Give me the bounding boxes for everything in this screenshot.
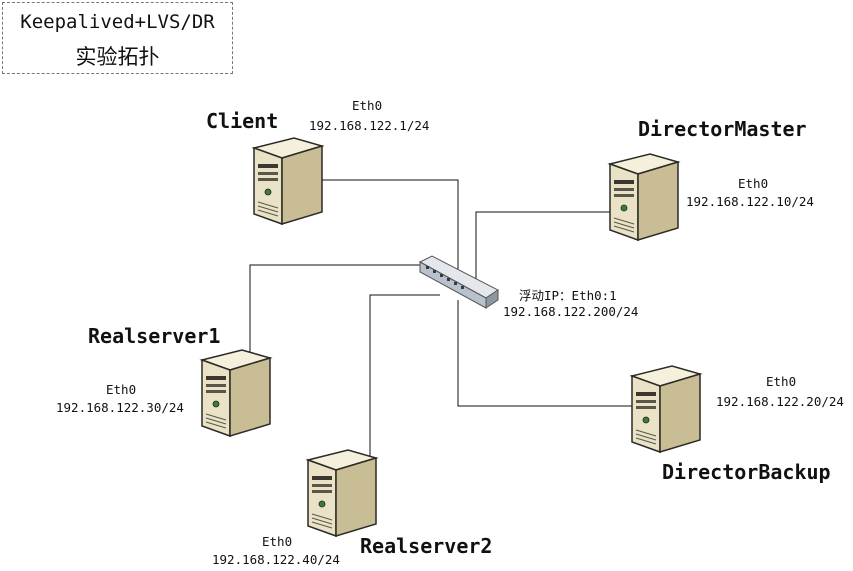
title-box: Keepalived+LVS/DR 实验拓扑	[2, 2, 233, 74]
realserver1-ip: 192.168.122.30/24	[56, 400, 184, 415]
realserver2-name: Realserver2	[360, 534, 493, 558]
realserver2-ip: 192.168.122.40/24	[212, 552, 340, 567]
realserver1-iface: Eth0	[106, 382, 137, 397]
director-backup-server-icon	[629, 365, 703, 454]
director-master-server-icon	[607, 153, 681, 242]
title-line-1: Keepalived+LVS/DR	[20, 11, 215, 33]
client-server-icon	[251, 137, 325, 226]
director-backup-name: DirectorBackup	[662, 460, 831, 484]
link-director-master	[475, 211, 612, 282]
director-master-name: DirectorMaster	[638, 117, 807, 141]
realserver2-iface: Eth0	[262, 534, 293, 549]
director-backup-ip: 192.168.122.20/24	[716, 394, 844, 409]
switch-icon	[418, 255, 499, 309]
director-master-ip: 192.168.122.10/24	[686, 194, 814, 209]
director-backup-iface: Eth0	[766, 374, 797, 389]
realserver2-server-icon	[305, 449, 379, 538]
link-realserver2	[369, 294, 440, 460]
switch-label: 浮动IP：Eth0:1	[519, 288, 617, 303]
client-ip: 192.168.122.1/24	[309, 118, 430, 133]
link-director-backup	[457, 300, 632, 407]
realserver1-name: Realserver1	[88, 324, 221, 348]
title-line-2: 实验拓扑	[75, 45, 160, 69]
client-name: Client	[206, 109, 279, 133]
realserver1-server-icon	[199, 349, 273, 438]
switch-ip: 192.168.122.200/24	[503, 304, 639, 319]
link-realserver1	[249, 264, 430, 360]
link-client	[322, 179, 459, 280]
client-iface: Eth0	[352, 98, 383, 113]
director-master-iface: Eth0	[738, 176, 769, 191]
